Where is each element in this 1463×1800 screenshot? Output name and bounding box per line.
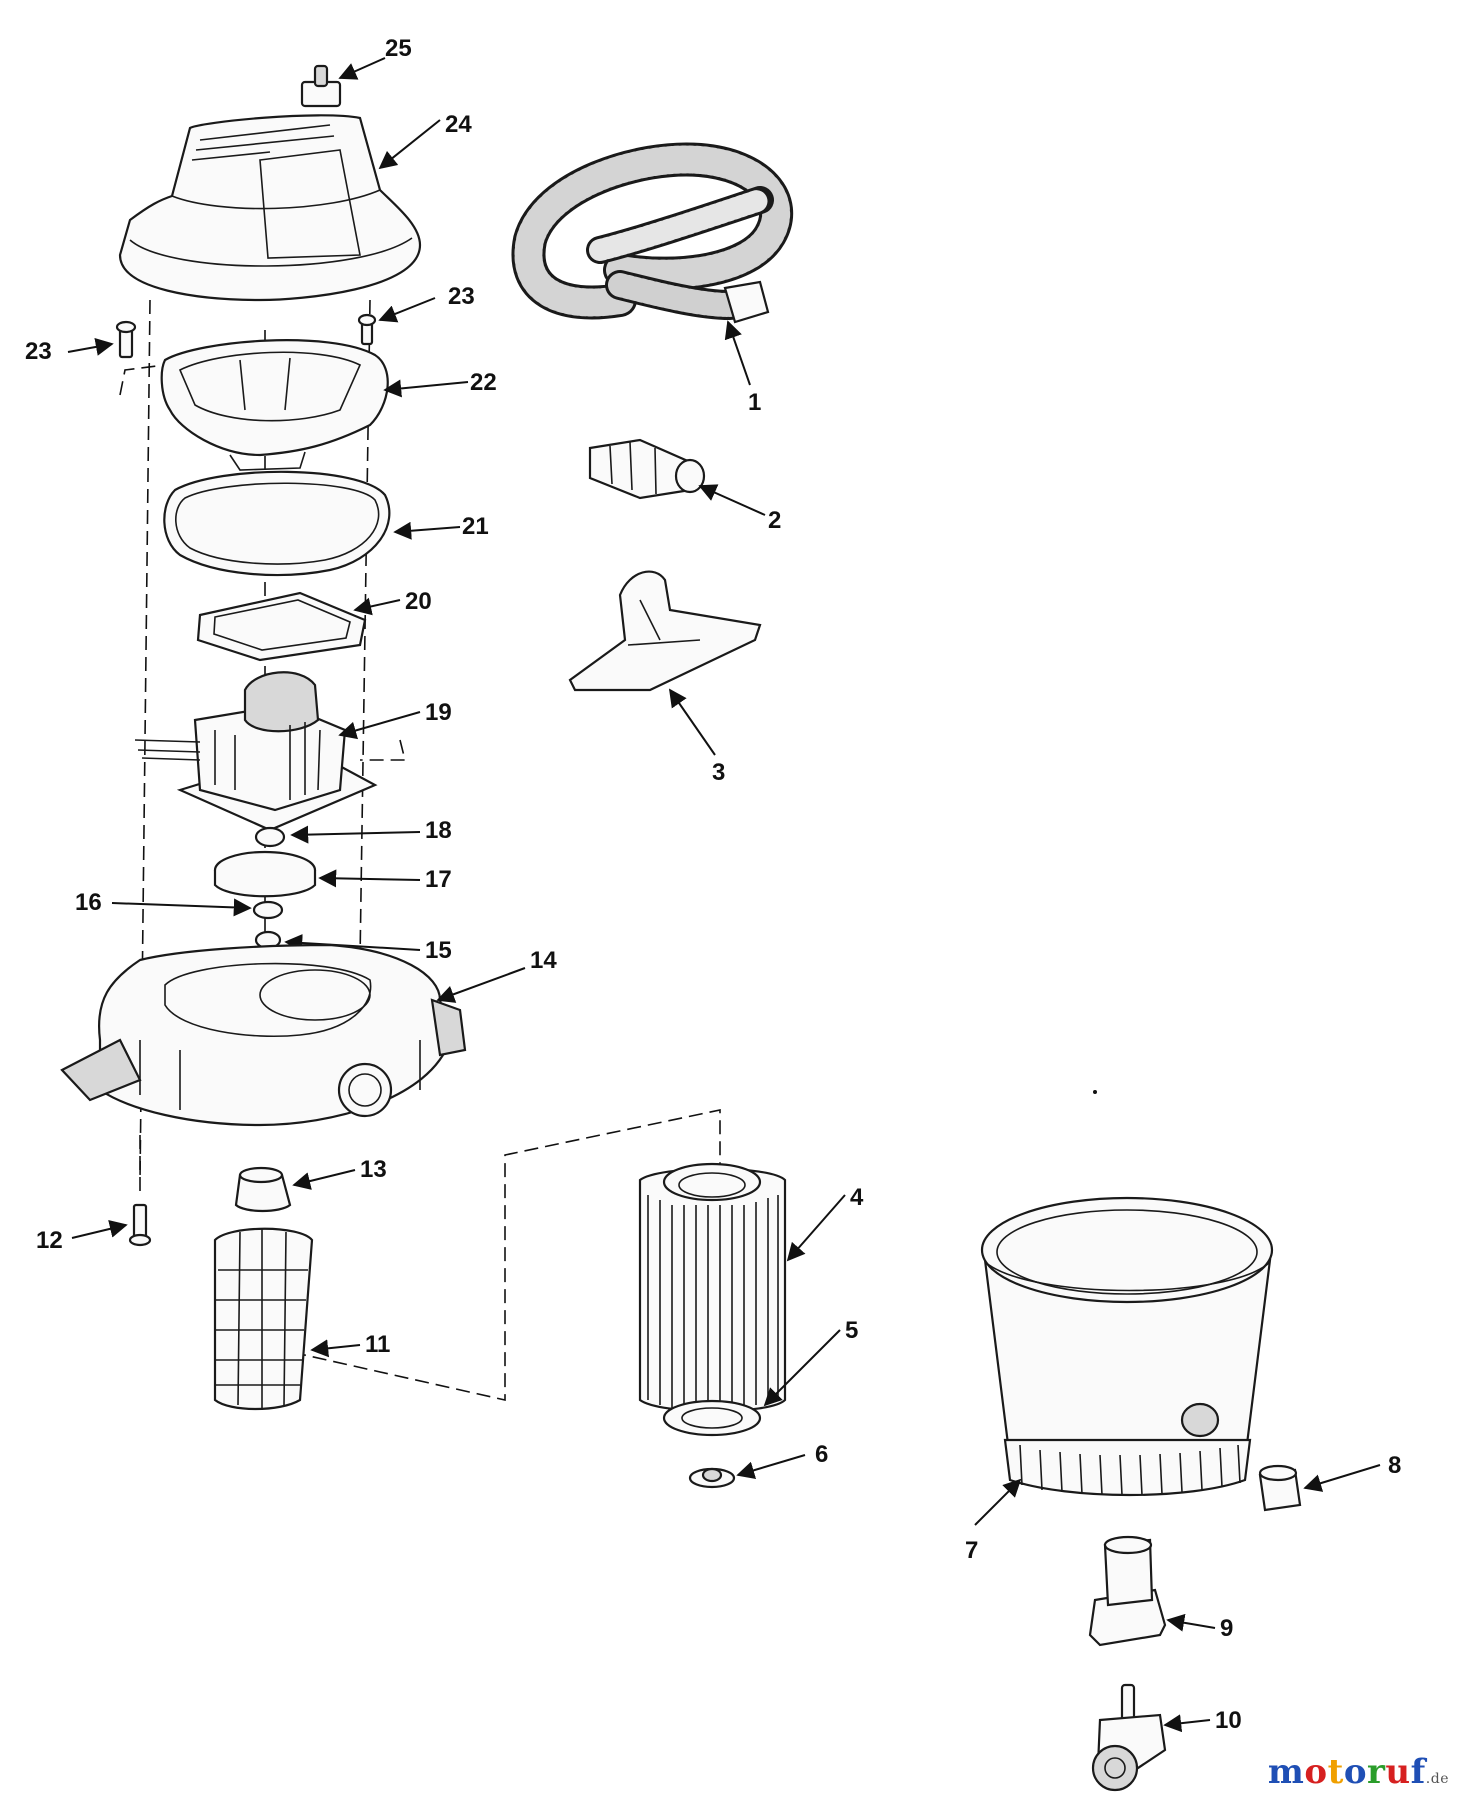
label-8: 8 [1388,1452,1401,1479]
part-25-switch [300,57,386,108]
part-24-motor-cover [118,114,441,302]
label-3: 3 [712,759,725,786]
label-20: 20 [405,588,432,615]
label-9: 9 [1220,1615,1233,1642]
stray-dot [1093,1090,1097,1094]
part-10-caster [1091,1683,1211,1792]
label-5: 5 [845,1317,858,1344]
label-6: 6 [815,1441,828,1468]
part-6-wing-nut [688,1454,806,1489]
part-9-caster-socket [1088,1535,1216,1647]
watermark-letter: o [1343,1752,1367,1792]
part-3-nozzle [568,570,762,756]
watermark-letter: u [1385,1752,1411,1792]
part-17-impeller [213,850,421,898]
label-14: 14 [530,947,557,974]
label-13: 13 [360,1156,387,1183]
watermark-letter: t [1327,1752,1344,1792]
label-12: 12 [36,1227,63,1254]
part-16-washer [111,898,284,920]
label-1: 1 [748,389,761,416]
part-5-filter-lid [662,1329,841,1437]
label-18: 18 [425,817,452,844]
part-19-motor [134,671,421,832]
part-18-nut [254,825,421,848]
motoruf-watermark: motoruf.de [1268,1752,1449,1792]
part-22-filter-cage [160,339,469,471]
part-14-lid [60,943,526,1127]
watermark-letter: m [1267,1752,1305,1792]
part-number-labels: 25 24 23 23 22 21 20 19 18 17 16 15 14 1… [25,35,1401,1734]
label-23-right: 23 [448,283,475,310]
watermark-suffix: .de [1425,1771,1449,1787]
watermark-letter: f [1410,1752,1426,1792]
label-2: 2 [768,507,781,534]
label-24: 24 [445,111,472,138]
label-7: 7 [965,1537,978,1564]
part-4-filter [638,1162,846,1413]
part-2-adapter [588,438,766,516]
part-20-square-gasket [196,591,401,662]
label-22: 22 [470,369,497,396]
label-17: 17 [425,866,452,893]
watermark-letter: o [1304,1752,1328,1792]
part-11-float-cage [213,1227,361,1411]
label-4: 4 [850,1184,864,1211]
part-7-drum [974,1196,1274,1526]
label-16: 16 [75,889,102,916]
label-10: 10 [1215,1707,1242,1734]
watermark-logo-text: motoruf [1268,1752,1426,1792]
part-23-screws [67,297,436,359]
watermark-letter: r [1367,1752,1386,1792]
part-12-screw [71,1203,152,1247]
part-13-float-cap [234,1166,356,1213]
label-15: 15 [425,937,452,964]
label-21: 21 [462,513,489,540]
part-21-gasket [163,470,461,577]
label-25: 25 [385,35,412,62]
part-8-drain-plug [1258,1464,1381,1512]
label-19: 19 [425,699,452,726]
part-1-hose [511,142,794,386]
label-23-left: 23 [25,338,52,365]
label-11: 11 [365,1331,390,1358]
